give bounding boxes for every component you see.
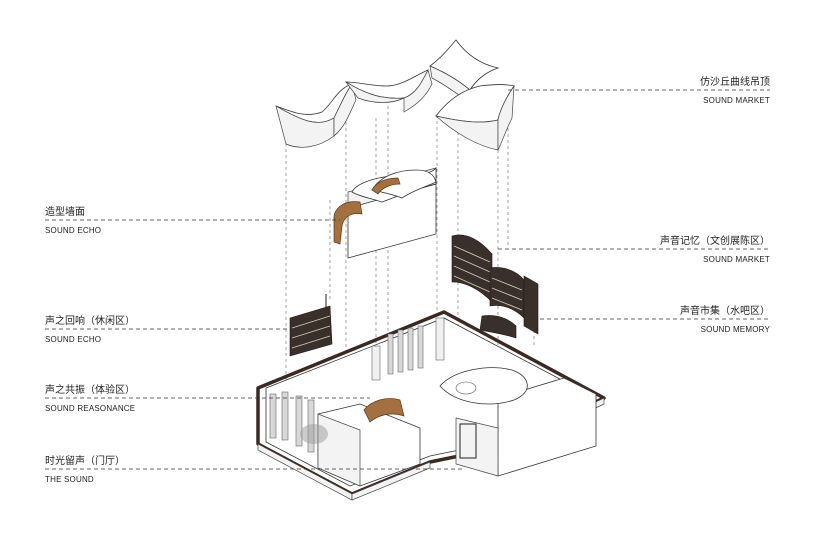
label-resonance-cn: 声之共振（体验区）	[45, 383, 135, 396]
label-memory-en: SOUND MARKET	[703, 255, 770, 264]
echo-shelf	[289, 294, 333, 357]
label-ceiling-en: SOUND MARKET	[703, 96, 770, 105]
dune-ceiling	[275, 39, 515, 151]
label-the-sound: 时光留声（门厅） THE SOUND	[45, 454, 462, 484]
label-market-en: SOUND MEMORY	[701, 325, 771, 334]
label-resonance: 声之共振（体验区） SOUND REASONANCE	[45, 383, 370, 413]
label-memory-cn: 声音记忆（文创展陈区）	[660, 234, 770, 247]
label-feature-wall-cn: 造型墙面	[45, 205, 85, 218]
label-feature-wall: 造型墙面 SOUND ECHO	[45, 205, 340, 235]
label-ceiling-cn: 仿沙丘曲线吊顶	[700, 75, 770, 88]
label-resonance-en: SOUND REASONANCE	[45, 404, 135, 413]
building-base	[256, 310, 606, 501]
label-echo-cn: 声之回响（休闲区）	[45, 314, 135, 327]
memory-display-shelves	[451, 234, 539, 339]
label-the-sound-cn: 时光留声（门厅）	[45, 454, 125, 467]
label-market: 声音市集（水吧区） SOUND MEMORY	[540, 304, 770, 334]
label-echo: 声之回响（休闲区） SOUND ECHO	[45, 314, 290, 344]
label-memory: 声音记忆（文创展陈区） SOUND MARKET	[498, 234, 770, 264]
label-ceiling: 仿沙丘曲线吊顶 SOUND MARKET	[508, 75, 770, 105]
label-the-sound-en: THE SOUND	[45, 475, 94, 484]
feature-wall	[333, 166, 437, 259]
label-market-cn: 声音市集（水吧区）	[680, 304, 770, 317]
label-feature-wall-en: SOUND ECHO	[45, 226, 101, 235]
label-echo-en: SOUND ECHO	[45, 335, 101, 344]
